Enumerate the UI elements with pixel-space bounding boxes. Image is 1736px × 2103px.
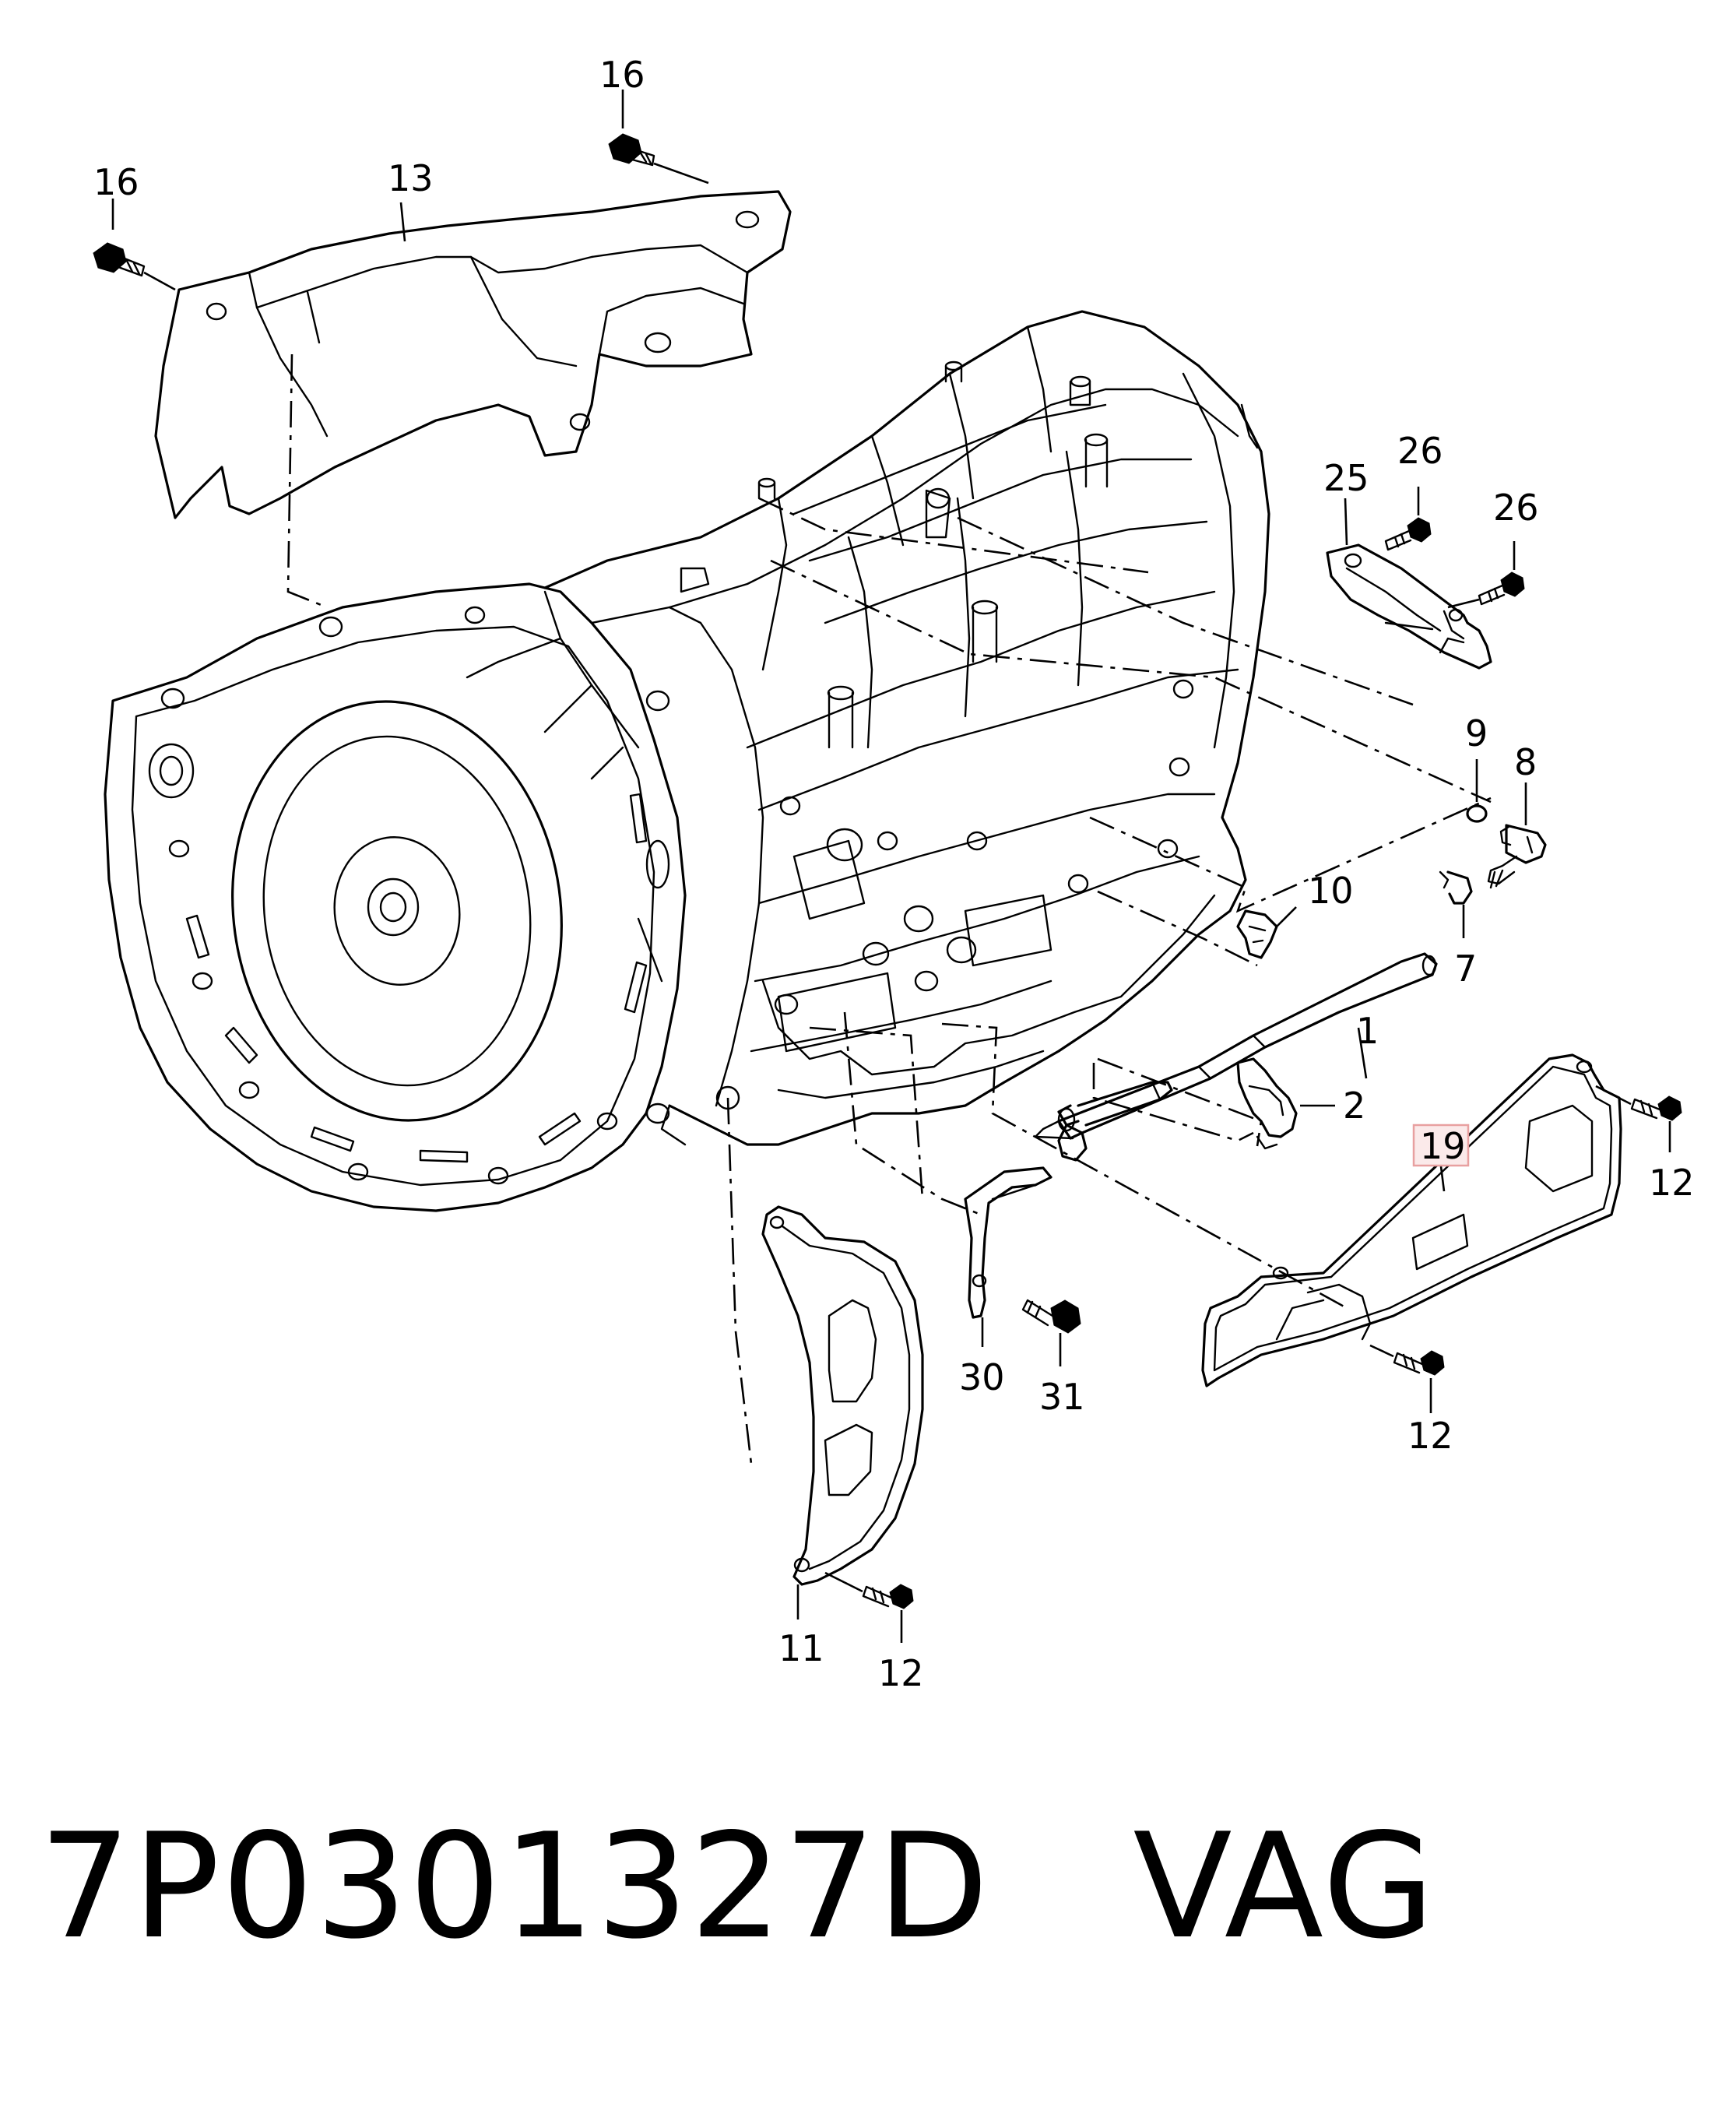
callout-25: 25 <box>1323 457 1369 499</box>
fitting-8 <box>1487 782 1547 889</box>
bolt-26-b <box>1447 541 1525 609</box>
pipe-1 <box>1034 952 1438 1162</box>
bolt-12-middle <box>1369 1344 1445 1413</box>
hose-1-lower <box>1057 1081 1173 1127</box>
callout-11: 11 <box>778 1627 824 1669</box>
leader-13 <box>399 202 406 242</box>
part-number-caption: 7P0301327D VAG <box>39 1802 1436 1971</box>
callout-19: 19 <box>1420 1125 1466 1167</box>
clip-7 <box>1439 870 1473 938</box>
callout-12-lower: 12 <box>878 1652 924 1694</box>
callout-13: 13 <box>388 157 434 199</box>
callout-8: 8 <box>1514 741 1537 783</box>
callout-30: 30 <box>959 1356 1005 1398</box>
callout-12-middle: 12 <box>1407 1415 1453 1457</box>
callout-26-a: 26 <box>1397 430 1443 472</box>
callout-1: 1 <box>1356 1010 1379 1052</box>
callout-10: 10 <box>1308 870 1354 912</box>
callout-16-upper: 16 <box>599 54 645 96</box>
callout-12-right: 12 <box>1649 1162 1695 1204</box>
bolt-12-lower <box>824 1571 914 1643</box>
clip-10 <box>1236 906 1297 959</box>
bolt-26-a <box>1384 487 1432 551</box>
callout-31: 31 <box>1039 1376 1085 1418</box>
callout-16-left: 16 <box>93 161 139 203</box>
bolt-16-left <box>93 199 176 291</box>
construction-lines <box>286 353 1492 1465</box>
bracket-25 <box>1326 498 1492 670</box>
callout-7: 7 <box>1454 948 1477 990</box>
heat-shield-13 <box>154 190 792 519</box>
bracket-30 <box>964 1166 1052 1347</box>
oil-pan-gasket-19 <box>1201 1053 1622 1387</box>
callout-19-highlight <box>1412 1124 1470 1167</box>
callout-labels: 16 16 13 25 26 26 9 8 10 7 1 2 19 12 12 … <box>93 54 1695 1694</box>
bolt-31 <box>1021 1299 1081 1366</box>
callout-2: 2 <box>1343 1085 1365 1127</box>
callout-26-b: 26 <box>1493 487 1539 529</box>
heat-shield-11 <box>761 1205 924 1619</box>
callout-9: 9 <box>1465 712 1488 754</box>
bolt-12-right <box>1595 1085 1682 1152</box>
o-ring-9 <box>1466 759 1488 823</box>
bolt-16-upper <box>608 90 709 185</box>
transmission-assembly <box>104 310 1270 1212</box>
clip-2 <box>1236 1057 1335 1150</box>
